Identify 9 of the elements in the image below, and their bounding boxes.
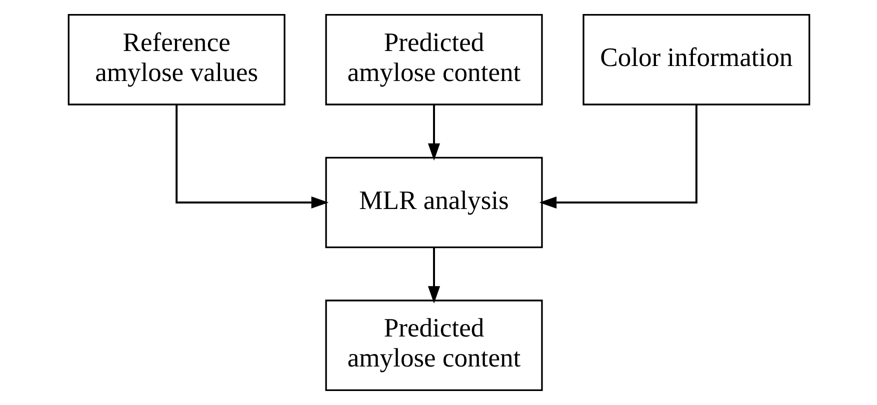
- node-box: Predicted amylose content: [324, 300, 542, 391]
- node-box: MLR analysis: [324, 156, 542, 248]
- node-box: Reference amylose values: [67, 14, 285, 106]
- arrow: [427, 104, 440, 161]
- node-box: Predicted amylose content: [324, 14, 542, 106]
- arrow: [538, 104, 697, 209]
- arrow: [427, 248, 440, 304]
- node-box: Color information: [582, 14, 810, 106]
- arrow: [175, 104, 328, 209]
